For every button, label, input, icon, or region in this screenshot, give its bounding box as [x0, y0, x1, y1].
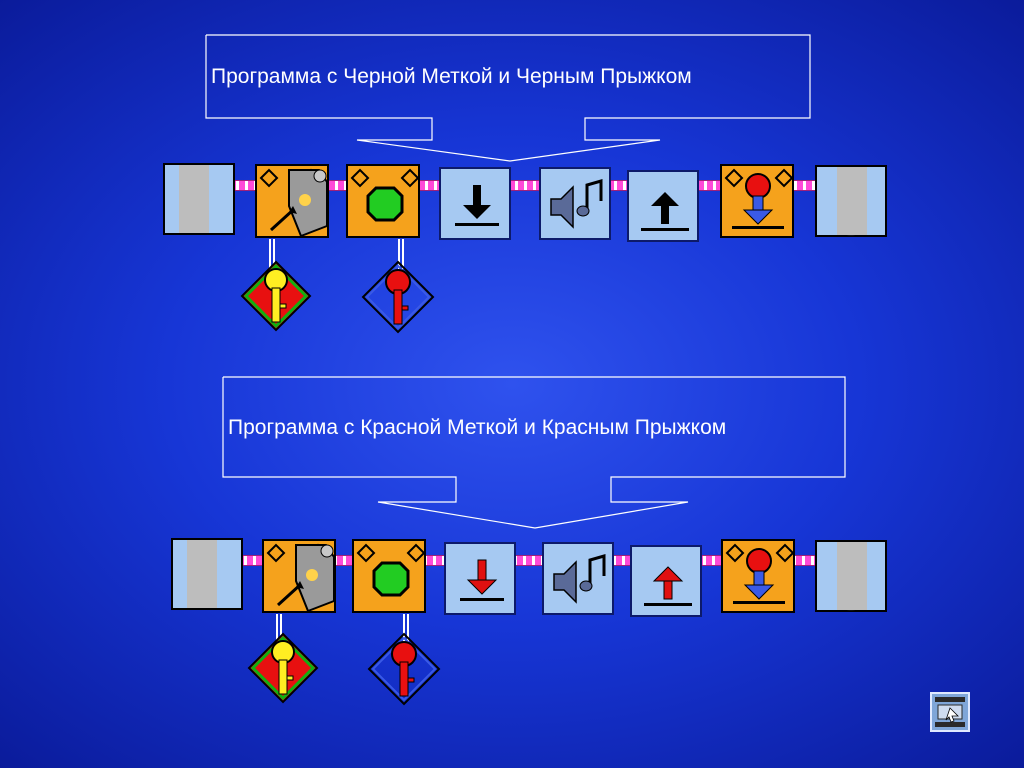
callout-frame-red: [222, 376, 846, 529]
slideshow-nav-button[interactable]: [930, 692, 970, 732]
block-stop-traffic-light[interactable]: [815, 540, 887, 612]
red-key-sensor-icon[interactable]: [361, 260, 435, 334]
wire-rail: [230, 180, 820, 191]
jump-down-icon: [460, 559, 504, 601]
red-key-sensor-icon[interactable]: [367, 632, 441, 706]
sensor-wire: [269, 239, 275, 269]
block-wait-red-jump[interactable]: [720, 164, 794, 238]
yellow-key-sensor-icon[interactable]: [240, 260, 312, 332]
block-start-traffic-light[interactable]: [171, 538, 243, 610]
block-wait-green[interactable]: [352, 539, 426, 613]
wait-green-icon: [356, 543, 426, 597]
slideshow-nav-icon: [935, 697, 965, 727]
sensor-wire: [403, 614, 409, 644]
block-jump-black[interactable]: [439, 167, 511, 240]
block-sound[interactable]: [542, 542, 614, 615]
yellow-key-sensor-icon[interactable]: [247, 632, 319, 704]
sound-icon: [550, 179, 603, 229]
wait-red-jump-icon: [724, 168, 794, 229]
touch-sensor-icon: [266, 543, 335, 613]
sensor-wire: [276, 614, 282, 644]
wait-red-jump-icon: [725, 543, 795, 604]
landing-up-icon: [644, 566, 692, 606]
sound-icon: [553, 554, 606, 604]
block-wait-red-jump[interactable]: [721, 539, 795, 613]
callout-frame-black: [205, 34, 811, 162]
jump-down-icon: [455, 185, 499, 226]
block-jump-red[interactable]: [444, 542, 516, 615]
block-touch-sensor[interactable]: [255, 164, 329, 238]
block-landing-black[interactable]: [627, 170, 699, 242]
program-title-black: Программа с Черной Меткой и Черным Прыжк…: [211, 65, 692, 88]
block-sound[interactable]: [539, 167, 611, 240]
sensor-wire: [398, 239, 404, 269]
wait-green-icon: [350, 168, 420, 222]
wire-rail: [238, 555, 824, 566]
program-title-red: Программа с Красной Меткой и Красным Пры…: [228, 416, 727, 439]
block-wait-green[interactable]: [346, 164, 420, 238]
block-start-traffic-light[interactable]: [163, 163, 235, 235]
block-stop-traffic-light[interactable]: [815, 165, 887, 237]
landing-up-icon: [641, 192, 689, 231]
block-landing-red[interactable]: [630, 545, 702, 617]
block-touch-sensor[interactable]: [262, 539, 336, 613]
touch-sensor-icon: [259, 168, 328, 238]
